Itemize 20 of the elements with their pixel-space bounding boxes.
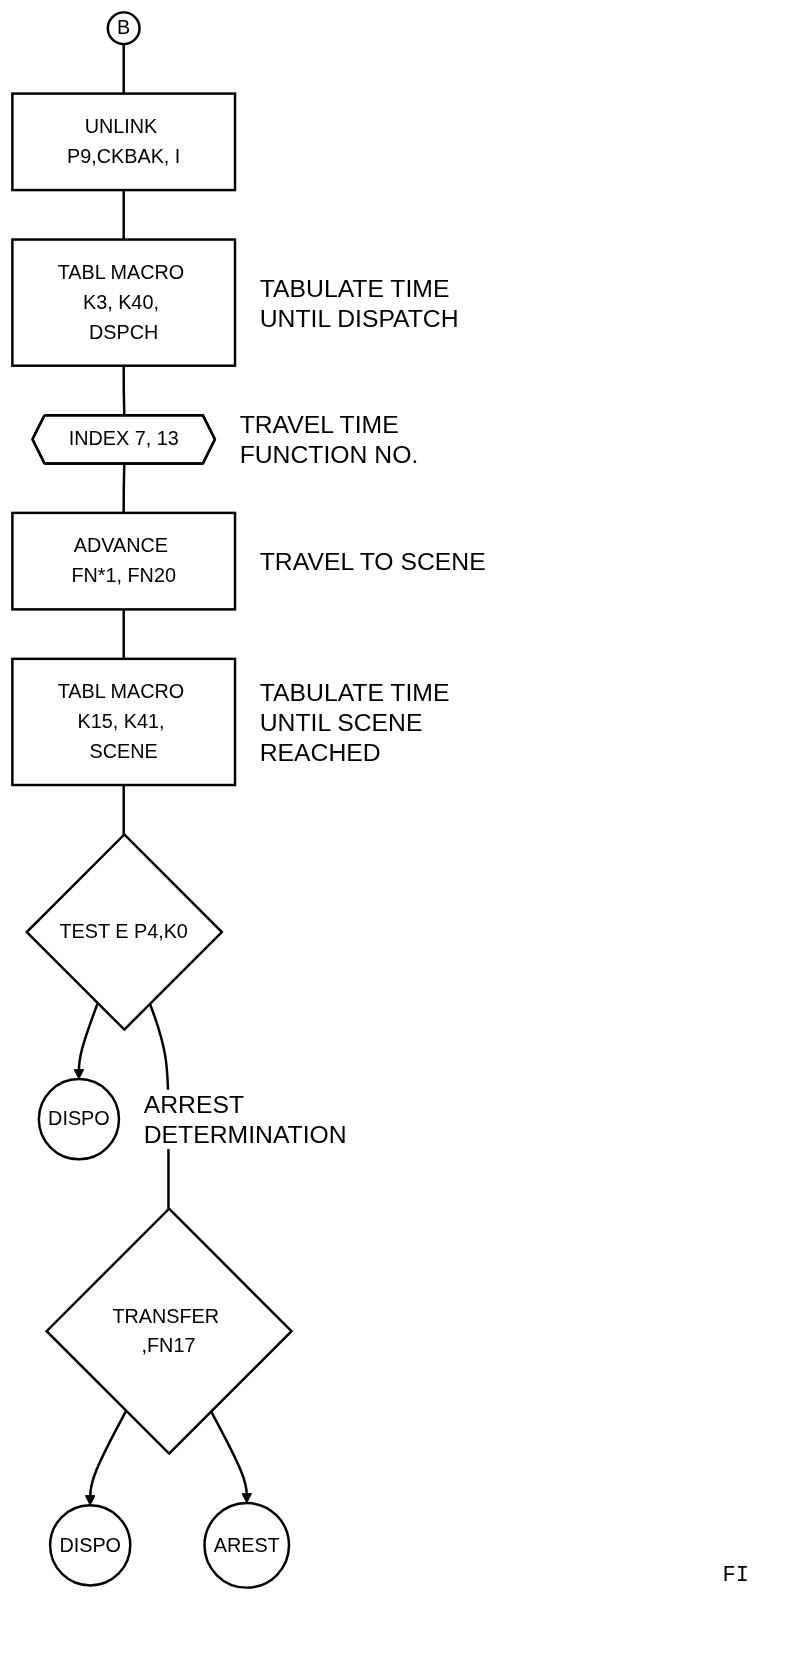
node-circle: AREST [203,1501,291,1589]
connector [122,190,125,240]
connector [122,785,125,835]
node-circle: DISPO [48,1504,132,1587]
node-box: TABL MACRO K15, K41, SCENE [11,657,237,787]
node-box: TABL MACRO K3, K40, DSPCH [11,238,237,367]
node-box: UNLINK P9,CKBAK, I [11,92,237,192]
connector [122,365,126,416]
node-box: ADVANCE FN*1, FN20 [11,511,237,611]
node-diamond: TRANSFER ,FN17 [44,1206,294,1456]
node-circle: B [106,11,141,46]
connector [122,464,126,513]
arrow [73,1003,99,1080]
connector [122,609,125,659]
connector [122,44,125,94]
node-circle: DISPO [37,1077,121,1161]
arrow [209,1410,253,1504]
figure-label: FI [722,1563,749,1588]
arrow [84,1410,128,1506]
node-diamond: TEST E P4,K0 [25,832,224,1032]
